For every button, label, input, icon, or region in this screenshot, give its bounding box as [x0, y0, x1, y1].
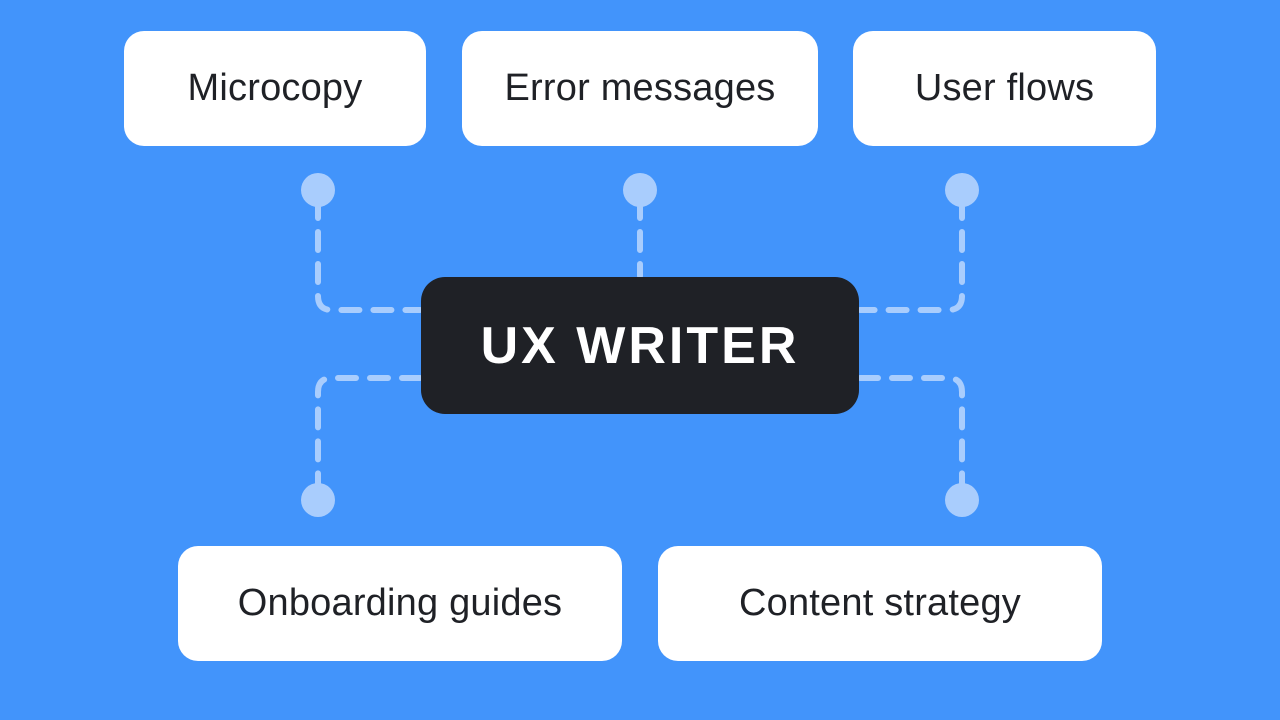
center-node-label: UX WRITER [480, 316, 800, 375]
connector-dot-error-messages [623, 173, 657, 207]
connector-dot-onboarding-guides [301, 483, 335, 517]
node-label-error-messages: Error messages [504, 67, 776, 109]
connector-onboarding-guides [315, 375, 423, 493]
center-node: UX WRITER [421, 277, 859, 414]
connector-dot-user-flows [945, 173, 979, 207]
connector-dot-content-strategy [945, 483, 979, 517]
connector-user-flows [857, 197, 965, 313]
node-microcopy: Microcopy [124, 31, 426, 146]
node-onboarding-guides: Onboarding guides [178, 546, 622, 661]
node-content-strategy: Content strategy [658, 546, 1102, 661]
connector-microcopy [315, 197, 423, 313]
connector-dot-microcopy [301, 173, 335, 207]
node-label-microcopy: Microcopy [187, 67, 363, 109]
node-error-messages: Error messages [462, 31, 818, 146]
connector-content-strategy [857, 375, 965, 493]
node-user-flows: User flows [853, 31, 1156, 146]
node-label-onboarding-guides: Onboarding guides [237, 582, 563, 624]
node-label-content-strategy: Content strategy [738, 582, 1022, 624]
node-label-user-flows: User flows [914, 67, 1095, 109]
